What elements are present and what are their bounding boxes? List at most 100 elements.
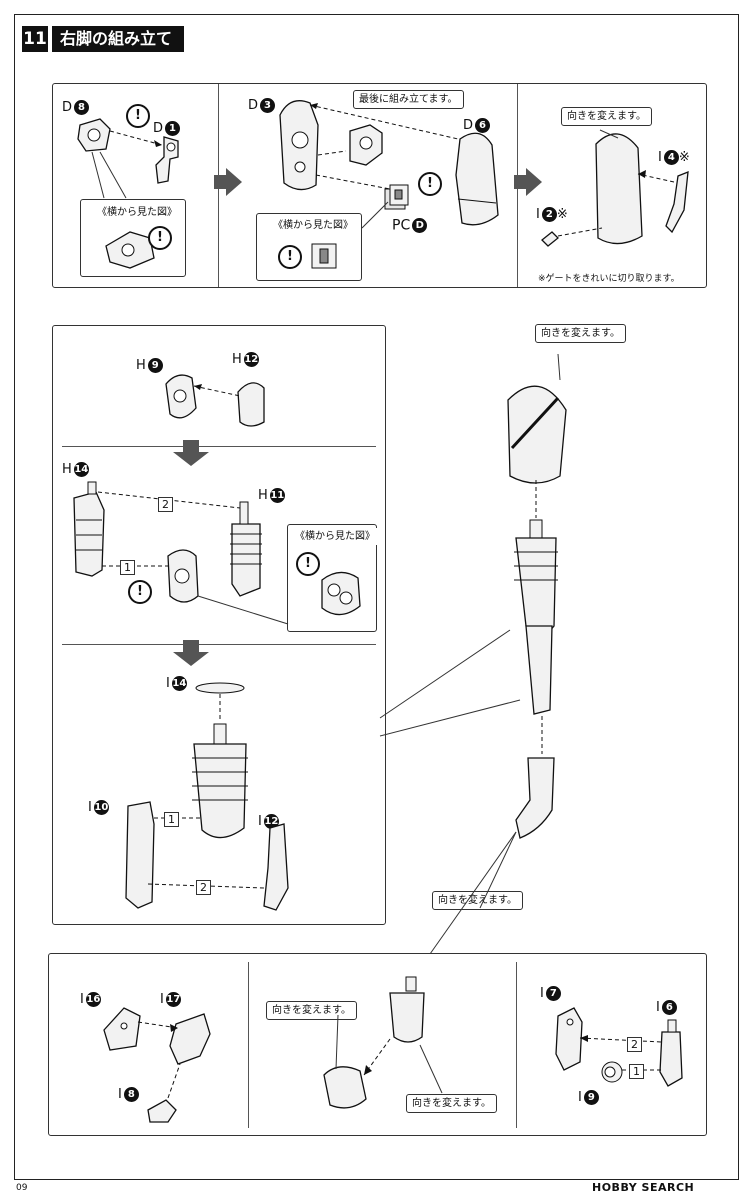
caution-icon: !: [148, 226, 172, 250]
caution-icon: !: [418, 172, 442, 196]
part-runner: H: [136, 358, 146, 373]
part-illustration: [323, 976, 443, 1109]
part-number: 8: [123, 1087, 139, 1102]
next-step-arrow-icon: [214, 168, 242, 196]
part-number: D: [412, 218, 428, 233]
caution-icon: !: [128, 580, 152, 604]
change-direction-note: 向きを変えます。: [432, 891, 523, 910]
part-number: 9: [583, 1090, 599, 1105]
gate-mark: ※: [678, 150, 690, 165]
part-number: 8: [74, 100, 90, 115]
panel-divider: [248, 962, 249, 1128]
part-runner: I: [656, 1000, 660, 1015]
change-direction-note: 向きを変えます。: [561, 107, 652, 126]
part-runner: H: [62, 462, 72, 477]
part-runner: I: [80, 992, 84, 1007]
part-runner: I: [160, 992, 164, 1007]
part-number: 1: [165, 121, 181, 136]
part-illustration: [73, 481, 262, 603]
part-number: 16: [85, 992, 101, 1007]
side-view-label: 《横から見た図》: [290, 528, 380, 545]
page-frame: [14, 14, 739, 1180]
caution-icon: !: [126, 104, 150, 128]
part-number: 7: [545, 986, 561, 1001]
change-direction-note: 向きを変えます。: [535, 324, 626, 343]
part-illustration: [279, 100, 499, 226]
part-number: 9: [147, 358, 163, 373]
gate-cut-note: ※ゲートをきれいに切り取ります。: [538, 274, 680, 284]
side-view-label: 《横から見た図》: [92, 204, 182, 221]
part-runner: D: [62, 100, 73, 115]
callout-leader: [429, 831, 517, 955]
part-runner: I: [536, 207, 540, 222]
part-illustration: [541, 129, 689, 247]
side-view-illustration: [311, 243, 337, 269]
panel-divider: [62, 644, 376, 645]
callout-leader: [361, 201, 389, 229]
part-runner: H: [258, 488, 268, 503]
part-number: 3: [260, 98, 276, 113]
part-runner: I: [118, 1087, 122, 1102]
side-view-illustration: [321, 571, 361, 616]
callout-leader: [91, 151, 127, 199]
part-illustration: [103, 1007, 211, 1123]
next-step-arrow-icon: [173, 640, 209, 666]
step-title: 右脚の組み立て: [52, 26, 185, 52]
part-runner: D: [248, 98, 259, 113]
part-number: 12: [243, 352, 259, 367]
caution-icon: !: [278, 245, 302, 269]
part-runner: I: [658, 150, 662, 165]
part-runner: PC: [392, 217, 411, 234]
order-number: 1: [629, 1064, 644, 1079]
step-number: 11: [22, 26, 48, 52]
part-number: 4: [663, 150, 679, 165]
order-number: 1: [164, 812, 179, 827]
part-number: 12: [263, 814, 279, 829]
part-number: 10: [93, 800, 109, 815]
part-illustration: [555, 1007, 683, 1087]
next-step-arrow-icon: [173, 440, 209, 466]
order-number: 2: [627, 1037, 642, 1052]
part-illustration: [77, 118, 179, 184]
order-number: 2: [196, 880, 211, 895]
part-illustration: [165, 374, 265, 427]
caution-icon: !: [296, 552, 320, 576]
gate-mark: ※: [556, 207, 568, 222]
panel-divider: [516, 962, 517, 1128]
part-runner: I: [578, 1090, 582, 1105]
part-runner: I: [540, 986, 544, 1001]
panel-divider: [62, 446, 376, 447]
part-illustration: [125, 682, 289, 911]
next-step-arrow-icon: [514, 168, 542, 196]
change-direction-note: 向きを変えます。: [406, 1094, 497, 1113]
part-number: 6: [475, 118, 491, 133]
part-number: 14: [171, 676, 187, 691]
order-number: 1: [120, 560, 135, 575]
part-runner: I: [258, 814, 262, 829]
part-runner: D: [153, 121, 164, 136]
part-illustration: [384, 184, 409, 210]
watermark-logo: HOBBY SEARCH: [592, 1181, 695, 1194]
part-runner: D: [463, 118, 474, 133]
change-direction-note: 向きを変えます。: [266, 1001, 357, 1020]
assembled-leg-illustration: [379, 353, 567, 839]
part-number: 17: [165, 992, 181, 1007]
side-view-label: 《横から見た図》: [268, 217, 358, 234]
